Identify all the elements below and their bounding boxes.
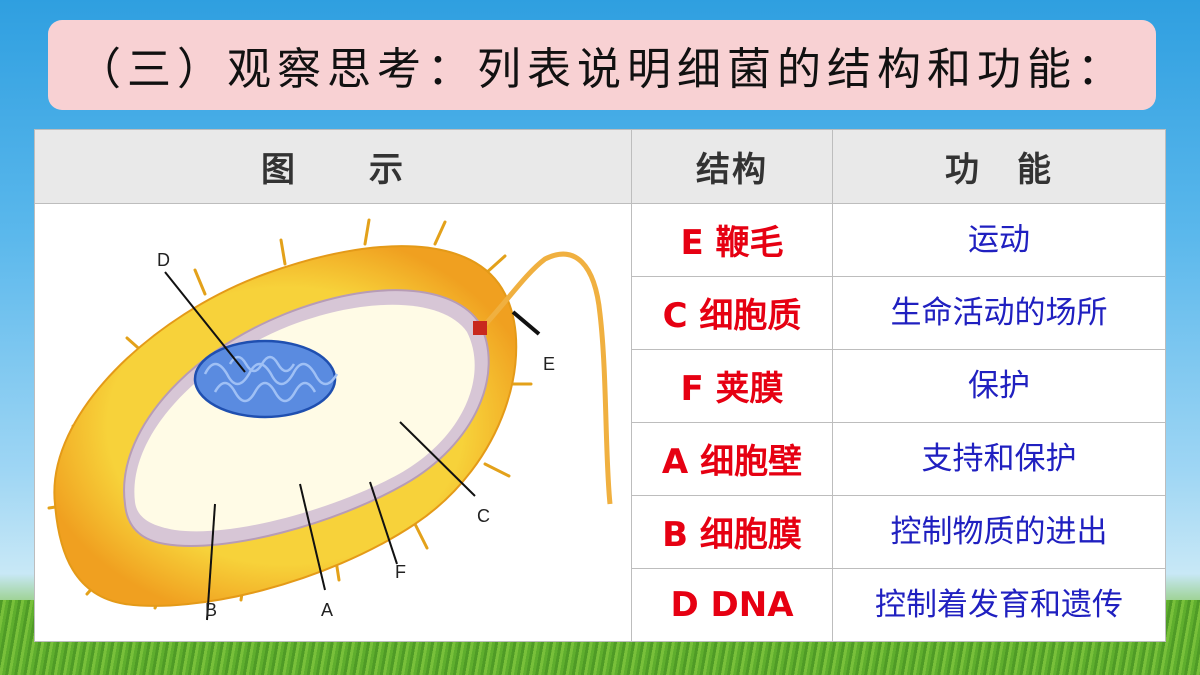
header-function: 功 能 xyxy=(832,129,1166,204)
function-cell: 生命活动的场所 xyxy=(832,275,1166,350)
bacteria-structure-table: 图 示 结构 功 能 xyxy=(34,129,1166,643)
structure-cell: E 鞭毛 xyxy=(631,203,833,277)
bacteria-diagram: D E C F A B xyxy=(47,218,613,621)
structure-cell: A 细胞壁 xyxy=(631,421,833,496)
function-cell: 支持和保护 xyxy=(832,421,1166,496)
structure-cell: C 细胞质 xyxy=(631,275,833,350)
table-row: C 细胞质 生命活动的场所 xyxy=(35,275,1166,350)
function-cell: 运动 xyxy=(832,203,1166,277)
header-diagram: 图 示 xyxy=(34,129,632,204)
function-cell: 控制物质的进出 xyxy=(832,494,1166,569)
bacteria-diagram-cell: D E C F A B xyxy=(34,203,632,642)
label-a: A xyxy=(321,600,333,620)
label-f: F xyxy=(395,562,406,582)
table-row: D DNA 控制着发育和遗传 xyxy=(35,567,1166,643)
label-e: E xyxy=(543,354,555,374)
function-cell: 保护 xyxy=(832,348,1166,423)
table-row: D E C F A B E 鞭毛 运动 xyxy=(34,203,1166,642)
structure-cell: D DNA xyxy=(631,567,833,643)
table-header-row: 图 示 结构 功 能 xyxy=(34,129,1166,204)
cytoplasm-shape xyxy=(134,304,475,532)
page-title: （三）观察思考：列表说明细菌的结构和功能： xyxy=(77,44,1127,95)
flagellum-shape xyxy=(479,251,613,505)
structure-cell: B 细胞膜 xyxy=(631,494,833,569)
flagellum-base xyxy=(473,321,487,335)
dna-cluster xyxy=(193,339,339,419)
label-c: C xyxy=(477,506,490,526)
function-cell: 控制着发育和遗传 xyxy=(832,567,1166,643)
title-banner: （三）观察思考：列表说明细菌的结构和功能： xyxy=(48,20,1156,110)
table-row: A 细胞壁 支持和保护 xyxy=(35,421,1166,496)
table-row: B 细胞膜 控制物质的进出 xyxy=(35,494,1166,569)
label-d: D xyxy=(157,250,170,270)
leader-lines xyxy=(164,271,541,621)
structure-cell: F 荚膜 xyxy=(631,348,833,423)
label-b: B xyxy=(205,600,217,620)
header-structure: 结构 xyxy=(631,129,833,204)
table-row: F 荚膜 保护 xyxy=(35,348,1166,423)
